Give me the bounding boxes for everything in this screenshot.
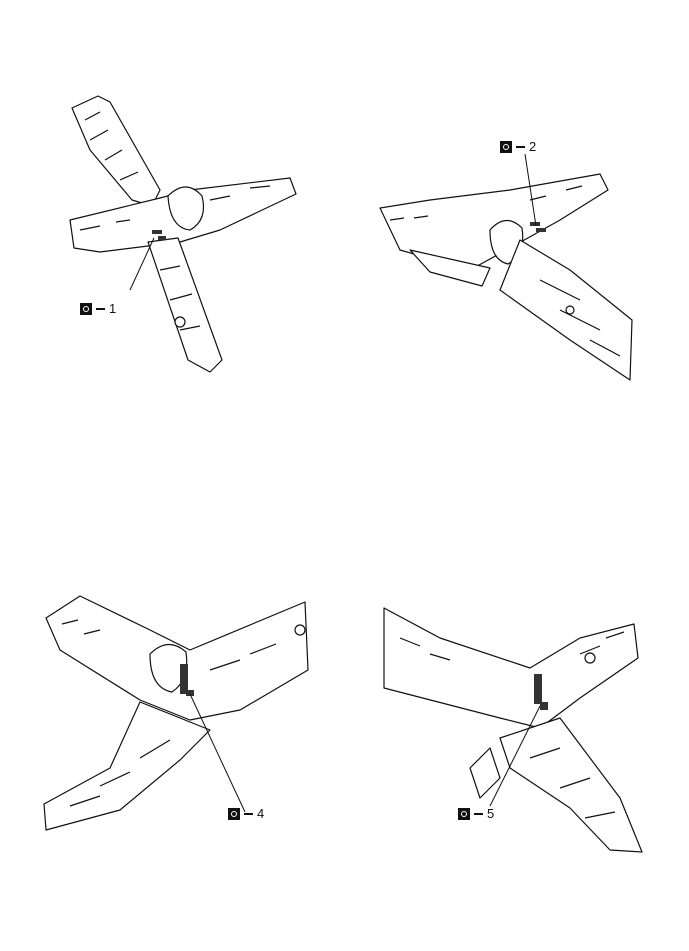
diagram-panel-1	[60, 90, 310, 380]
callout-number: 1	[109, 301, 117, 316]
leader-dash	[474, 813, 483, 815]
body-frame-drawing-2	[379, 153, 633, 381]
callout-number: 5	[487, 806, 495, 821]
leader-dash	[96, 308, 105, 310]
leader-dash	[244, 813, 253, 815]
callout-5: 5	[458, 806, 495, 821]
weld-spot-symbol-icon	[80, 303, 92, 315]
callout-1: 1	[80, 301, 117, 316]
diagram-panel-5	[380, 598, 645, 858]
callout-number: 4	[257, 806, 265, 821]
callout-2: 2	[500, 139, 537, 154]
weld-spot-symbol-icon	[500, 141, 512, 153]
diagram-panel-2	[370, 153, 635, 385]
callout-4: 4	[228, 806, 265, 821]
callout-number: 2	[529, 139, 537, 154]
diagram-panel-4	[40, 590, 310, 835]
weld-spot-symbol-icon	[458, 808, 470, 820]
leader-dash	[516, 146, 525, 148]
body-frame-drawing-1	[69, 95, 297, 373]
weld-spot-symbol-icon	[228, 808, 240, 820]
body-frame-drawing-5	[383, 607, 643, 853]
body-frame-drawing-4	[43, 595, 309, 831]
